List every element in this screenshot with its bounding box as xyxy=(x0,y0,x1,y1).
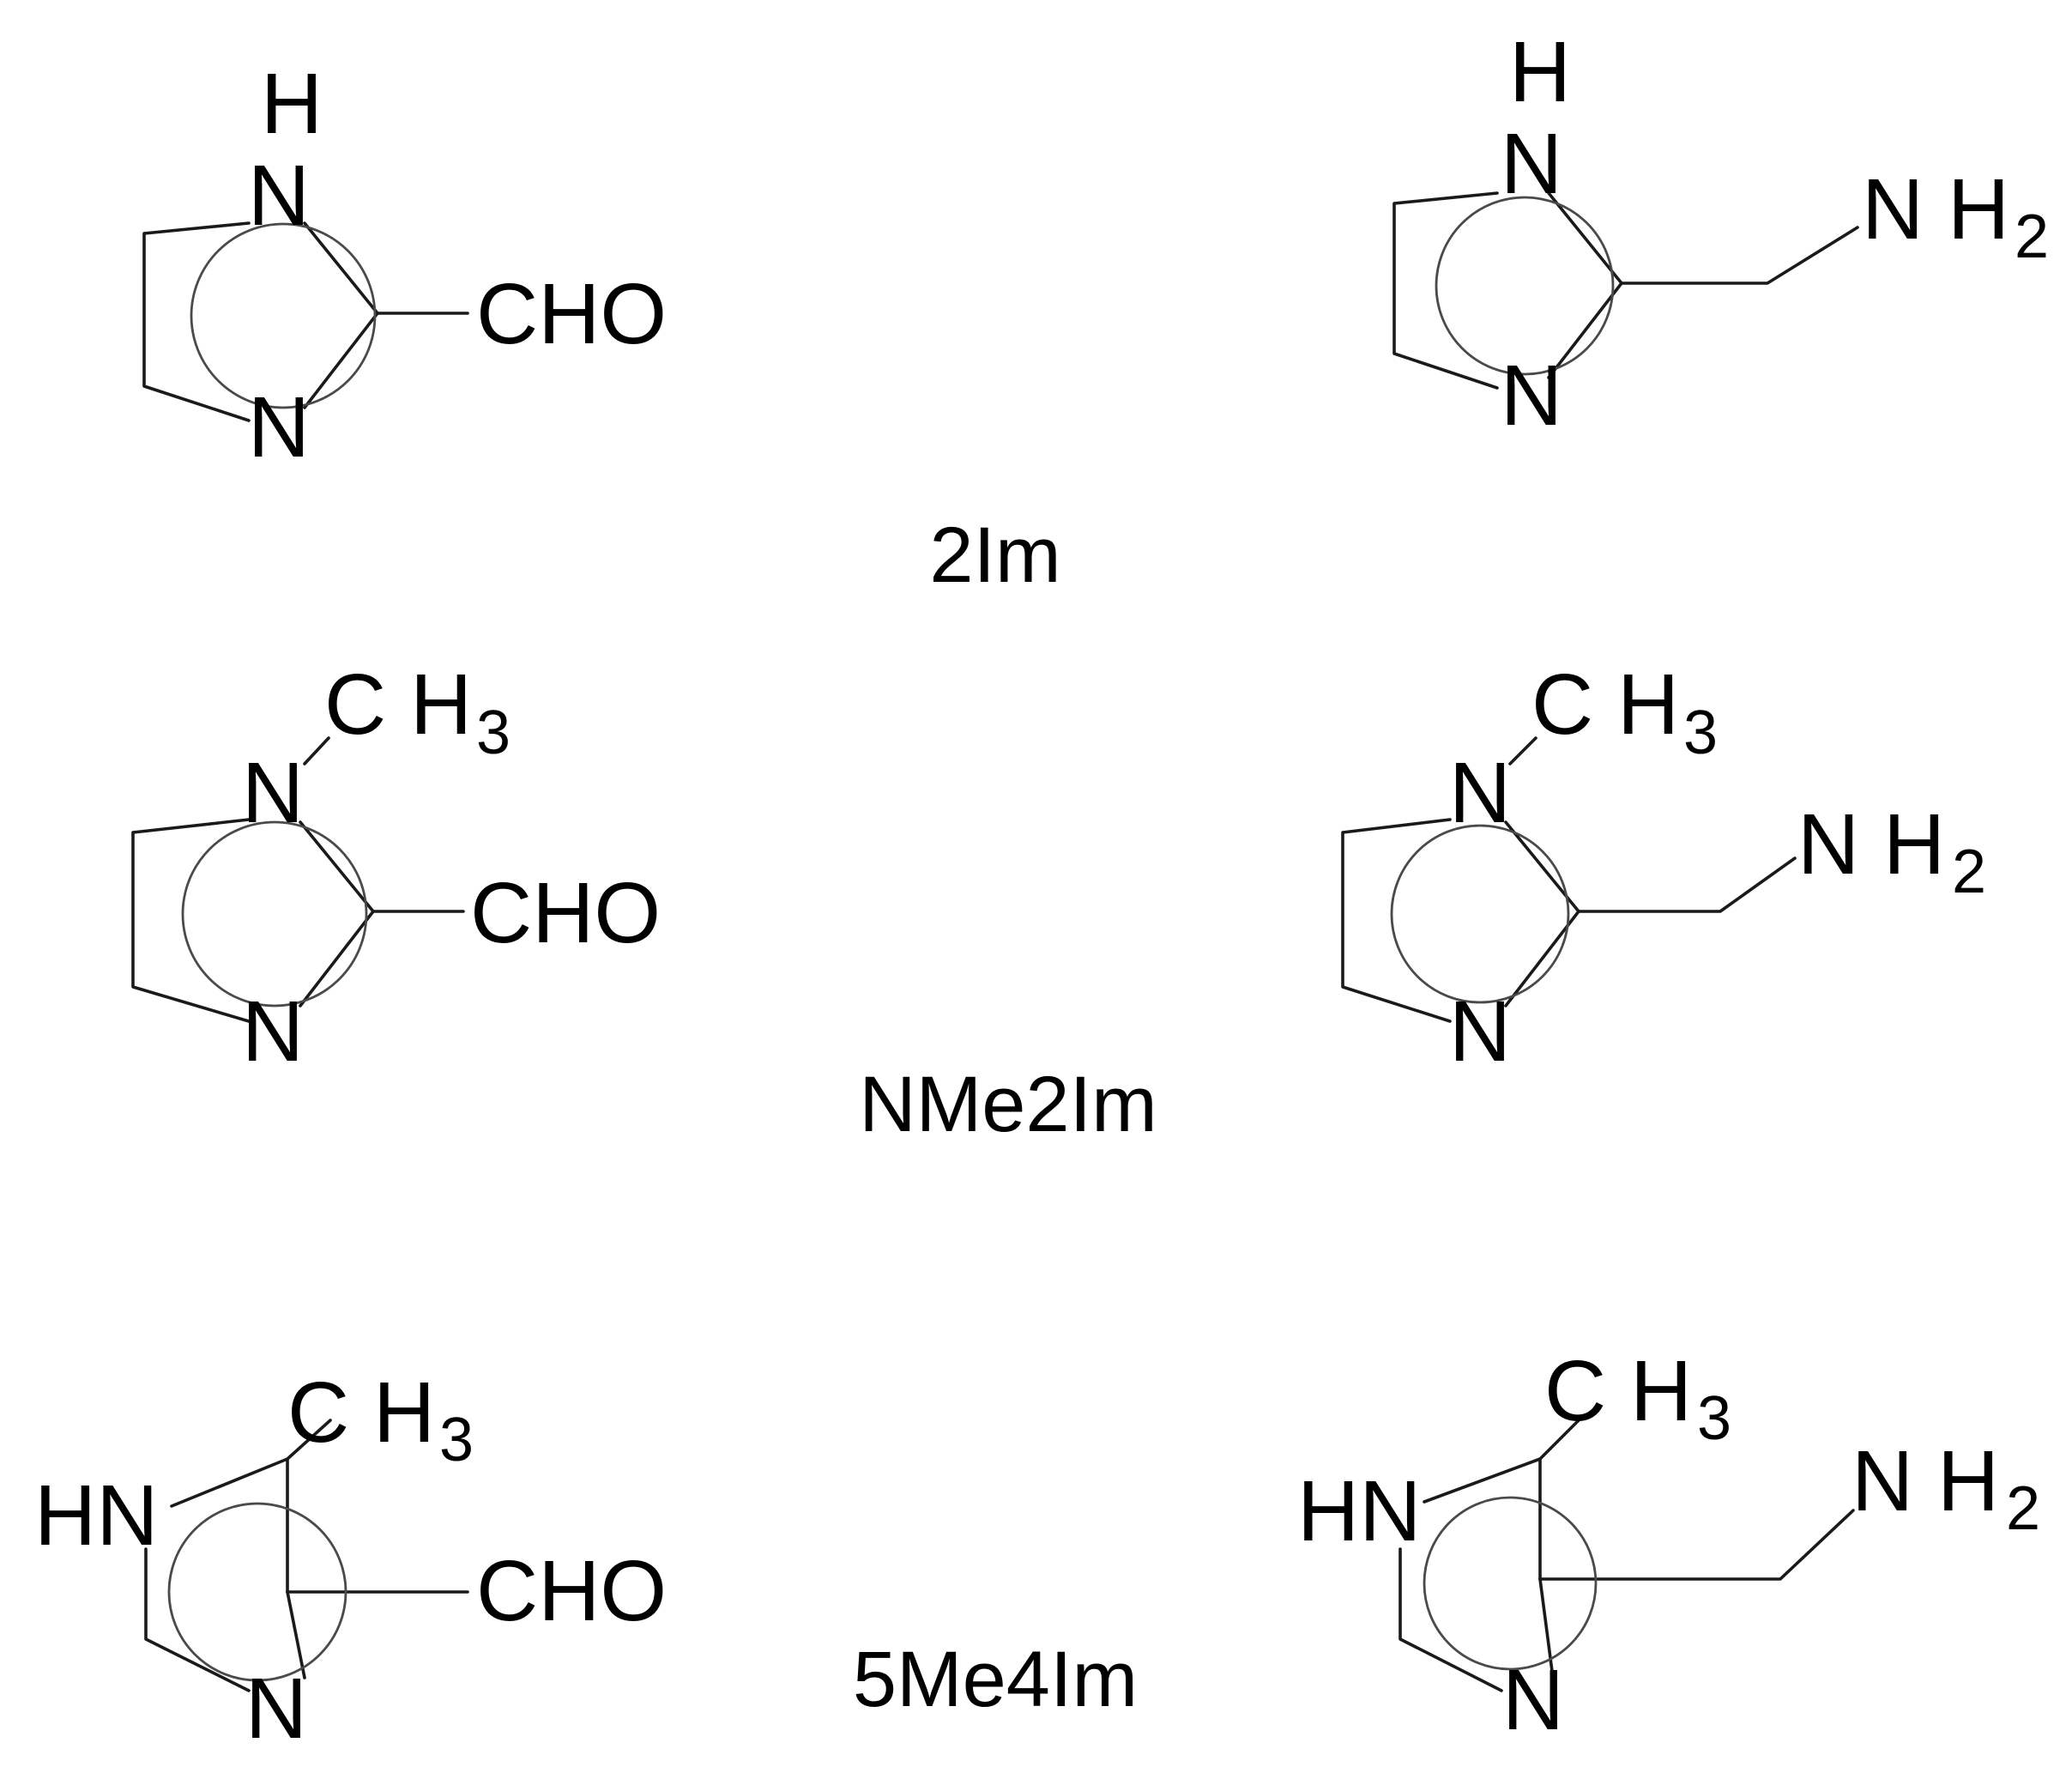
svg-text:N H: N H xyxy=(1852,1433,1999,1529)
aromatic-ring xyxy=(190,222,377,409)
svg-text:3: 3 xyxy=(1697,1384,1731,1453)
atom-h: H xyxy=(1509,24,1571,120)
atom-nh2: N H 2 xyxy=(1852,1433,2040,1543)
atom-n1: N xyxy=(242,745,304,841)
structure-5me4im-aldehyde: C H 3 HN N CHO xyxy=(34,1365,667,1757)
compound-label-5me4im: 5Me4Im xyxy=(853,1636,1138,1723)
compound-label-nme2im: NMe2Im xyxy=(859,1061,1157,1148)
structure-2im-amine: H N N N H 2 xyxy=(1392,24,2049,444)
atom-cho: CHO xyxy=(476,266,667,362)
aromatic-ring xyxy=(1423,1496,1598,1671)
atom-hn: HN xyxy=(34,1467,158,1564)
atom-h: H xyxy=(261,56,323,152)
aromatic-ring xyxy=(181,820,368,1008)
svg-text:C H: C H xyxy=(287,1365,435,1461)
aromatic-ring xyxy=(1435,196,1615,376)
aromatic-ring xyxy=(167,1502,347,1682)
atom-cho: CHO xyxy=(470,865,661,961)
atom-nh2: N H 2 xyxy=(1862,161,2049,271)
atom-ch3: C H 3 xyxy=(287,1365,474,1474)
atom-nh2: N H 2 xyxy=(1797,796,1986,906)
svg-text:3: 3 xyxy=(1683,699,1718,767)
svg-text:N H: N H xyxy=(1797,796,1945,893)
atom-n3: N xyxy=(242,983,304,1080)
svg-text:C H: C H xyxy=(1531,657,1679,753)
atom-n3: N xyxy=(248,379,310,475)
structure-5me4im-amine: C H 3 HN N N H 2 xyxy=(1297,1343,2040,1748)
atom-n1: N xyxy=(248,148,310,244)
atom-n3: N xyxy=(1502,1652,1564,1748)
svg-text:2: 2 xyxy=(1952,838,1986,906)
structure-nme2im-amine: C H 3 N N N H 2 xyxy=(1341,657,1986,1080)
atom-ch3: C H 3 xyxy=(324,657,510,767)
atom-n3: N xyxy=(1501,348,1562,444)
atom-hn: HN xyxy=(1297,1463,1421,1559)
svg-text:C H: C H xyxy=(324,657,472,753)
structure-nme2im-aldehyde: C H 3 N N CHO xyxy=(131,657,661,1080)
atom-ch3: C H 3 xyxy=(1531,657,1718,767)
atom-n3: N xyxy=(245,1661,307,1757)
svg-text:C H: C H xyxy=(1544,1343,1692,1439)
atom-cho: CHO xyxy=(476,1543,667,1639)
atom-n1: N xyxy=(1501,116,1562,212)
atom-ch3: C H 3 xyxy=(1544,1343,1731,1453)
atom-n3: N xyxy=(1449,983,1511,1080)
svg-text:N H: N H xyxy=(1862,161,2009,257)
compound-label-2im: 2Im xyxy=(929,511,1060,599)
atom-n1: N xyxy=(1449,745,1511,841)
svg-text:3: 3 xyxy=(439,1406,474,1474)
structure-2im-aldehyde: H N N CHO xyxy=(142,56,667,475)
svg-text:2: 2 xyxy=(2006,1474,2040,1543)
aromatic-ring xyxy=(1390,824,1570,1004)
svg-text:3: 3 xyxy=(476,699,510,767)
svg-text:2: 2 xyxy=(2015,203,2049,271)
